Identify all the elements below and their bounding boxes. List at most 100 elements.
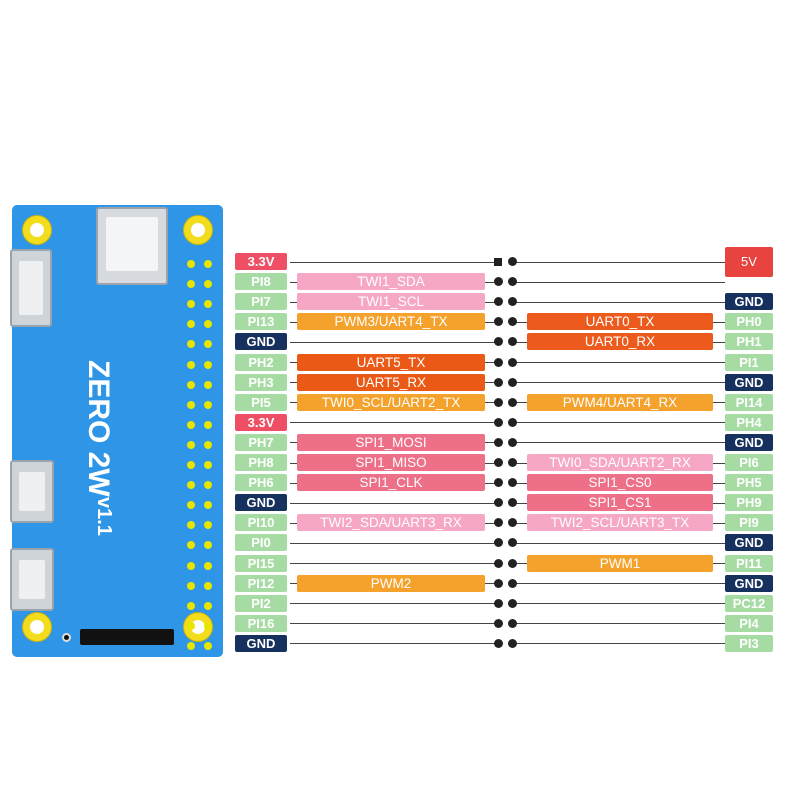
- pin-1-marker-icon: [494, 257, 502, 266]
- connector-line: [290, 261, 500, 263]
- right-pin-label: PH1: [725, 333, 773, 351]
- led-icon: [62, 633, 71, 642]
- header-pin-icon: [494, 437, 503, 447]
- connector-line: [515, 382, 725, 384]
- left-pin-label: GND: [235, 333, 287, 351]
- header-pad-icon: [187, 340, 195, 349]
- left-pin-label: PI10: [235, 514, 287, 532]
- header-pin-icon: [508, 357, 517, 367]
- left-pin-label: PH6: [235, 474, 287, 492]
- header-pad-icon: [204, 380, 212, 389]
- header-pin-icon: [494, 578, 503, 588]
- connector-line: [290, 422, 500, 424]
- right-function-label: SPI1_CS1: [527, 494, 713, 512]
- header-pad-icon: [187, 440, 195, 449]
- left-pin-label: PI2: [235, 594, 287, 612]
- left-pin-label: PI13: [235, 313, 287, 331]
- header-pad-icon: [187, 521, 195, 530]
- header-pin-icon: [494, 498, 503, 508]
- header-pad-icon: [204, 641, 212, 650]
- usb-c-port-icon: [10, 460, 54, 523]
- right-pin-label: PH4: [725, 413, 773, 431]
- header-pin-icon: [508, 337, 517, 347]
- right-pin-label: PI6: [725, 454, 773, 471]
- header-pin-icon: [494, 558, 503, 568]
- header-pad-icon: [187, 561, 195, 570]
- header-pin-icon: [508, 277, 517, 287]
- left-function-label: TWI1_SCL: [297, 293, 485, 311]
- connector-line: [515, 603, 725, 605]
- header-pad-icon: [187, 420, 195, 429]
- connector-line: [515, 422, 725, 424]
- header-pin-icon: [508, 297, 517, 307]
- connector-line: [515, 442, 725, 444]
- header-pad-icon: [187, 641, 195, 650]
- header-pin-icon: [494, 397, 503, 407]
- header-pin-icon: [508, 518, 517, 528]
- right-pin-label: PH9: [725, 494, 773, 512]
- left-pin-label: PH7: [235, 433, 287, 451]
- header-pad-icon: [187, 621, 195, 630]
- header-pin-icon: [508, 478, 517, 488]
- header-pin-icon: [508, 618, 517, 628]
- header-pin-icon: [494, 377, 503, 387]
- left-pin-label: GND: [235, 494, 287, 512]
- header-pin-icon: [508, 317, 517, 327]
- header-pad-icon: [204, 561, 212, 570]
- board-version: v1.1: [93, 497, 115, 536]
- header-pad-icon: [204, 340, 212, 349]
- header-pin-icon: [508, 638, 517, 648]
- mount-hole-icon: [22, 215, 52, 245]
- left-function-label: UART5_TX: [297, 353, 485, 371]
- left-function-label: TWI1_SDA: [297, 273, 485, 291]
- header-pad-icon: [204, 621, 212, 630]
- header-pin-icon: [508, 458, 517, 467]
- header-pad-icon: [187, 581, 195, 590]
- right-pin-label: GND: [725, 574, 773, 592]
- right-pin-label: GND: [725, 534, 773, 552]
- left-pin-label: PH2: [235, 353, 287, 371]
- header-pad-icon: [187, 320, 195, 329]
- connector-line: [290, 341, 500, 343]
- left-pin-label: PI16: [235, 614, 287, 632]
- header-pad-icon: [187, 300, 195, 309]
- header-pin-icon: [508, 397, 517, 407]
- right-pin-label: GND: [725, 293, 773, 311]
- header-pin-icon: [494, 277, 503, 287]
- right-function-label: UART0_RX: [527, 333, 713, 351]
- header-pin-icon: [508, 257, 517, 266]
- left-pin-label: PI15: [235, 554, 287, 572]
- sd-card-slot-icon: [96, 207, 168, 285]
- header-pad-icon: [204, 360, 212, 369]
- usb-port-icon: [10, 249, 52, 327]
- header-pin-icon: [508, 598, 517, 608]
- left-function-label: TWI0_SCL/UART2_TX: [297, 393, 485, 411]
- header-pad-icon: [187, 601, 195, 610]
- header-pin-icon: [494, 297, 503, 307]
- header-pin-icon: [494, 458, 503, 467]
- right-pin-label: PI14: [725, 393, 773, 411]
- header-pin-icon: [494, 417, 503, 427]
- right-pin-label: PC12: [725, 594, 773, 612]
- header-pin-icon: [508, 437, 517, 447]
- header-pad-icon: [187, 481, 195, 490]
- left-function-label: SPI1_MOSI: [297, 433, 485, 451]
- header-pad-icon: [187, 260, 195, 268]
- header-pin-icon: [508, 538, 517, 548]
- header-pad-icon: [187, 380, 195, 389]
- right-function-label: PWM1: [527, 554, 713, 572]
- header-pad-icon: [187, 360, 195, 369]
- left-pin-label: 3.3V: [235, 253, 287, 270]
- connector-line: [290, 603, 500, 605]
- right-pin-label: GND: [725, 373, 773, 391]
- header-pad-icon: [187, 501, 195, 510]
- header-pad-icon: [204, 601, 212, 610]
- header-pin-icon: [508, 417, 517, 427]
- header-pad-icon: [204, 420, 212, 429]
- header-pad-icon: [204, 300, 212, 309]
- header-pad-icon: [204, 581, 212, 590]
- header-pad-icon: [204, 481, 212, 490]
- right-function-label: SPI1_CS0: [527, 474, 713, 492]
- connector-line: [515, 583, 725, 585]
- header-pin-icon: [494, 538, 503, 548]
